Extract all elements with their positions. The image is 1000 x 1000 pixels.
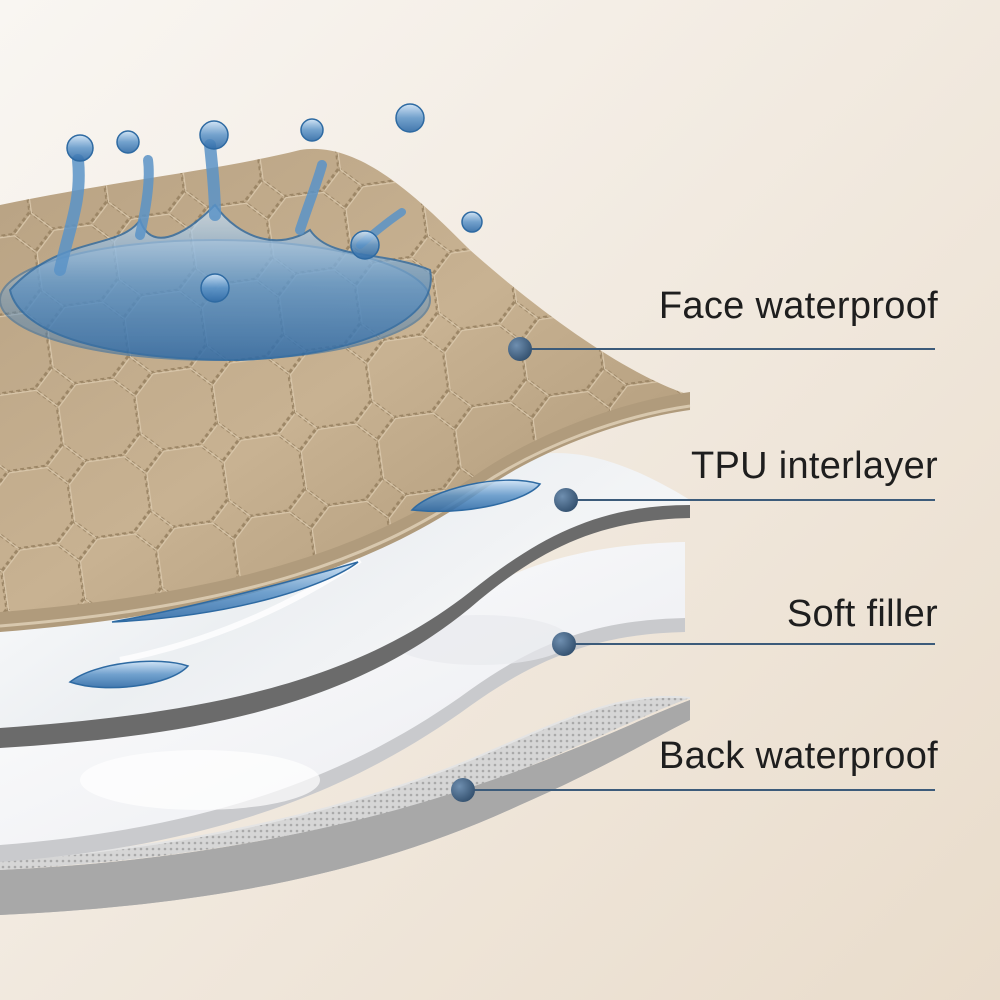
label-soft-filler: Soft filler [786, 593, 938, 635]
leader-lines [451, 337, 935, 802]
leader-dot-tpu-interlayer [554, 488, 578, 512]
leader-dot-soft-filler [552, 632, 576, 656]
water-droplet-icon [68, 479, 542, 689]
layer-back-waterproof [0, 695, 691, 1000]
label-back-waterproof: Back waterproof [658, 735, 938, 777]
label-face-waterproof: Face waterproof [658, 285, 938, 327]
leader-dot-back-waterproof [451, 778, 475, 802]
leader-dot-face-waterproof [508, 337, 532, 361]
label-tpu-interlayer: TPU interlayer [690, 445, 938, 487]
water-splash-icon [0, 103, 483, 362]
